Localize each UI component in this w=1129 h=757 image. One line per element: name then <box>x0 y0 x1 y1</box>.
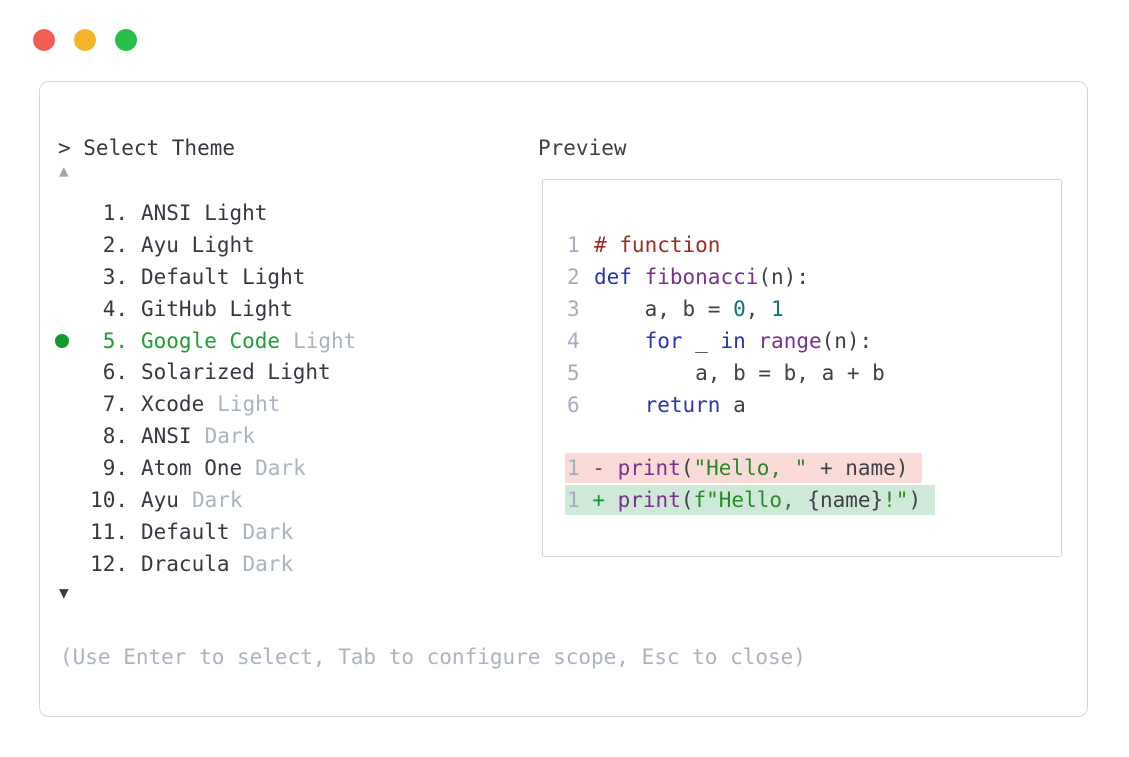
theme-variant: Dark <box>242 519 294 544</box>
code-line: 3 a, b = 0, 1 <box>567 297 784 321</box>
theme-number: 2. <box>102 232 128 257</box>
scroll-down-indicator[interactable]: ▼ <box>59 583 69 602</box>
theme-list-item[interactable]: 9. Atom One Dark <box>55 452 356 484</box>
theme-list-item[interactable]: 8. ANSI Dark <box>55 420 356 452</box>
theme-picker-window: > Select Theme Preview ▲ 1. ANSI Light 2. A… <box>39 81 1088 717</box>
theme-name: GitHub Light <box>141 296 293 321</box>
code-line: 4 for _ in range(n): <box>567 329 873 353</box>
line-number: 5 <box>567 361 580 385</box>
theme-name: Solarized Light <box>141 360 331 385</box>
theme-number: 12. <box>90 551 128 576</box>
theme-name: Ayu <box>141 487 179 512</box>
diff-marker: + <box>592 488 605 512</box>
help-text: (Use Enter to select, Tab to configure s… <box>60 645 806 669</box>
theme-number: 7. <box>102 392 128 417</box>
diff-line-removed: 1 - print("Hello, " + name) <box>565 453 923 483</box>
code-line: 1# function <box>567 233 721 257</box>
preview-label: Preview <box>538 136 627 160</box>
line-number: 4 <box>567 329 580 353</box>
theme-name: Default <box>141 519 230 544</box>
theme-name: Atom One <box>141 456 243 481</box>
theme-name: Xcode <box>141 392 205 417</box>
theme-number: 1. <box>102 200 128 225</box>
line-number: 1 <box>567 456 580 480</box>
theme-number: 4. <box>102 296 128 321</box>
theme-name: Dracula <box>141 551 230 576</box>
theme-list-item[interactable]: 7. Xcode Light <box>55 388 356 420</box>
theme-number: 11. <box>90 519 128 544</box>
line-number: 1 <box>567 488 580 512</box>
theme-variant: Light <box>217 392 281 417</box>
theme-variant: Dark <box>255 456 306 481</box>
theme-number: 8. <box>102 424 128 449</box>
theme-number: 3. <box>102 264 128 289</box>
theme-list-item[interactable]: 2. Ayu Light <box>55 229 356 261</box>
diff-line-added: 1 + print(f"Hello, {name}!") <box>565 485 936 515</box>
theme-number: 10. <box>90 487 128 512</box>
theme-number: 9. <box>102 456 128 481</box>
theme-variant: Dark <box>191 487 243 512</box>
theme-variant: Light <box>293 328 357 353</box>
theme-list-item[interactable]: 11. Default Dark <box>55 516 356 548</box>
theme-list-item[interactable]: 5. Google Code Light <box>55 325 356 357</box>
theme-list-item[interactable]: 12. Dracula Dark <box>55 548 356 580</box>
theme-name: Ayu Light <box>141 232 255 257</box>
theme-variant: Dark <box>242 551 294 576</box>
theme-list-item[interactable]: 4. GitHub Light <box>55 293 356 325</box>
diff-marker: - <box>592 456 605 480</box>
code-line: 5 a, b = b, a + b <box>567 361 885 385</box>
line-number: 3 <box>567 297 580 321</box>
theme-list-item[interactable]: 10. Ayu Dark <box>55 484 356 516</box>
selected-indicator-dot <box>55 333 69 348</box>
diff-preview: 1 - print("Hello, " + name)1 + print(f"H… <box>565 453 936 515</box>
theme-name: ANSI Light <box>141 200 268 225</box>
line-number: 1 <box>567 233 580 257</box>
theme-list-item[interactable]: 6. Solarized Light <box>55 356 356 388</box>
minimize-button[interactable] <box>74 29 96 51</box>
theme-name: ANSI <box>141 424 192 449</box>
theme-name: Default Light <box>141 264 306 289</box>
theme-list-item[interactable]: 3. Default Light <box>55 261 356 293</box>
theme-list: 1. ANSI Light 2. Ayu Light 3. Default Light 4.… <box>55 197 356 580</box>
theme-list-item[interactable]: 1. ANSI Light <box>55 197 356 229</box>
theme-number: 6. <box>102 360 128 385</box>
code-line: 6 return a <box>567 393 746 417</box>
bullet-zone <box>55 333 90 348</box>
theme-name: Google Code <box>141 328 281 353</box>
maximize-button[interactable] <box>115 29 137 51</box>
line-number: 2 <box>567 265 580 289</box>
scroll-up-indicator[interactable]: ▲ <box>59 161 69 180</box>
close-button[interactable] <box>33 29 55 51</box>
window-controls <box>33 29 137 51</box>
line-number: 6 <box>567 393 580 417</box>
theme-variant: Dark <box>204 424 256 449</box>
select-theme-prompt: > Select Theme <box>58 136 236 160</box>
theme-number: 5. <box>102 328 128 353</box>
